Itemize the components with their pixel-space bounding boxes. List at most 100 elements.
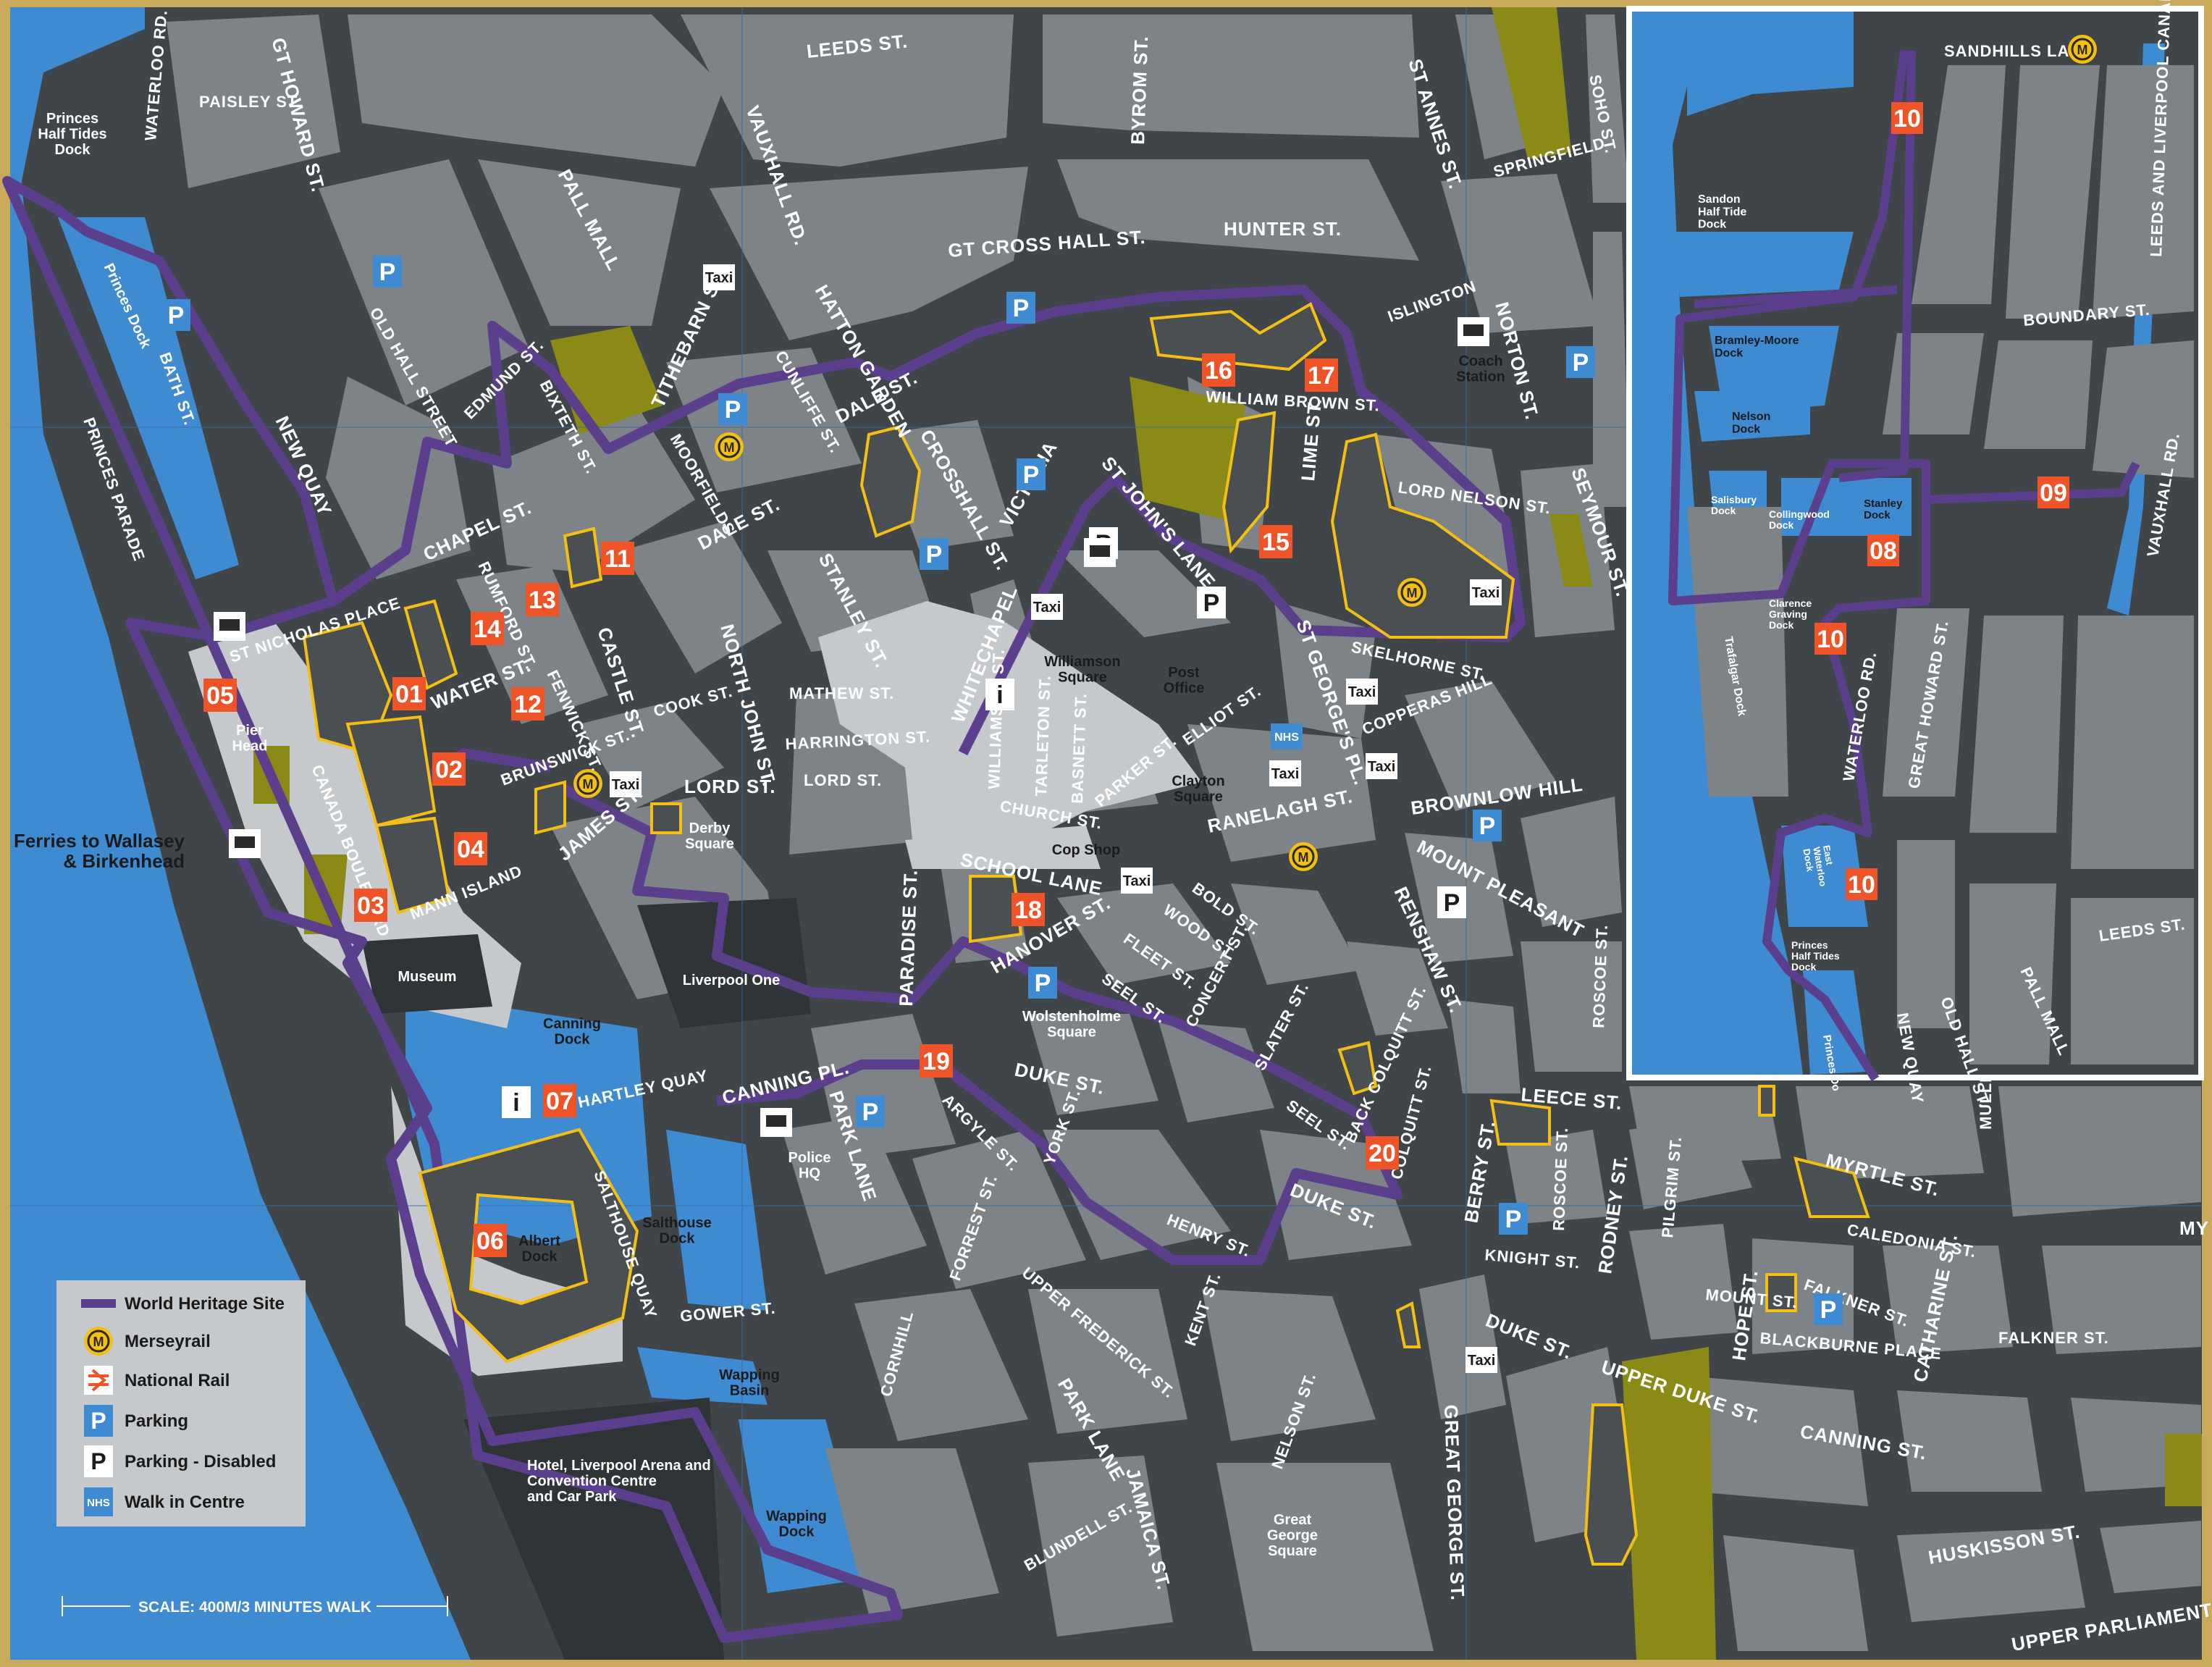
ferry-terminal-icon: [229, 829, 261, 858]
legend-world-heritage-site: World Heritage Site: [125, 1294, 285, 1314]
parking-icon: P: [1006, 292, 1035, 324]
nhs-icon: NHS: [84, 1487, 113, 1516]
taxi-rank-icon: Taxi: [1366, 753, 1397, 779]
svg-text:Taxi: Taxi: [612, 777, 640, 793]
street-falkner-st-2: FALKNER ST.: [1998, 1329, 2109, 1347]
svg-text:16: 16: [1205, 357, 1232, 385]
svg-text:Taxi: Taxi: [1123, 873, 1151, 889]
attraction-badge-19: 19: [920, 1044, 953, 1078]
inset-map[interactable]: SANDHILLS LANE M LEEDS AND LIVERPOOL CAN…: [1626, 0, 2204, 1110]
svg-text:14: 14: [474, 616, 501, 643]
attraction-badge-13: 13: [526, 583, 559, 616]
svg-text:NHS: NHS: [1274, 731, 1299, 744]
merseyrail-icon: M: [83, 1325, 114, 1357]
parking-icon: P: [1017, 458, 1046, 490]
svg-text:P: P: [926, 541, 943, 568]
street-tarleton-st: TARLETON ST.: [1032, 675, 1054, 797]
attraction-badge-11: 11: [601, 542, 634, 575]
svg-text:03: 03: [357, 892, 384, 920]
svg-text:01: 01: [395, 681, 423, 708]
svg-text:20: 20: [1368, 1140, 1396, 1167]
svg-text:Taxi: Taxi: [1033, 600, 1061, 616]
svg-text:M: M: [2077, 43, 2088, 57]
parking-icon: P: [161, 299, 190, 331]
street-roscoe-st: ROSCOE ST.: [1589, 924, 1611, 1028]
inset-east-waterloo-dock: EastWaterlooDock: [1801, 844, 1838, 889]
attraction-badge-20: 20: [1366, 1136, 1399, 1170]
attraction-badge-04: 04: [454, 832, 487, 865]
parking-icon: P: [1028, 967, 1057, 999]
svg-text:12: 12: [514, 691, 542, 718]
svg-text:P: P: [1203, 589, 1220, 617]
world-heritage-route: [2, 176, 1526, 1643]
inset-badge-09-2: 09: [2038, 476, 2069, 508]
parking-icon: P: [84, 1405, 113, 1437]
merseyrail-station-icon: M: [1289, 842, 1318, 871]
attraction-badge-12: 12: [511, 687, 544, 721]
parking-icon: P: [920, 538, 949, 570]
police-coach-icon: [760, 1108, 792, 1137]
svg-text:P: P: [1013, 295, 1030, 322]
svg-text:06: 06: [476, 1227, 504, 1255]
svg-text:Taxi: Taxi: [1468, 1353, 1496, 1369]
svg-text:P: P: [1573, 349, 1589, 377]
street-byrom-st: BYROM ST.: [1127, 35, 1152, 146]
street-roscoe-st-2: ROSCOE ST.: [1549, 1127, 1571, 1231]
svg-text:M: M: [1298, 850, 1309, 865]
legend-panel: World Heritage Site M Merseyrail Nationa…: [56, 1280, 306, 1527]
svg-text:i: i: [996, 681, 1003, 709]
svg-text:Taxi: Taxi: [1348, 684, 1376, 700]
street-mathew-st: MATHEW ST.: [789, 684, 894, 702]
taxi-rank-icon: Taxi: [703, 264, 735, 290]
info-icon: i: [985, 679, 1014, 710]
taxi-rank-icon: Taxi: [1465, 1347, 1497, 1373]
street-basnett-st: BASNETT ST.: [1068, 693, 1090, 805]
nhs-walk-in-icon: NHS: [1271, 723, 1303, 749]
inset-heritage-route: [1668, 50, 2140, 1082]
parks: [253, 7, 2202, 1660]
svg-text:08: 08: [1870, 537, 1897, 565]
svg-text:10: 10: [1893, 105, 1921, 133]
taxi-rank-icon: Taxi: [1121, 868, 1153, 894]
svg-text:Taxi: Taxi: [1368, 759, 1396, 775]
svg-text:15: 15: [1262, 529, 1290, 556]
svg-text:11: 11: [605, 545, 631, 573]
taxi-rank-icon: Taxi: [610, 771, 642, 797]
parking-icon: P: [856, 1096, 885, 1128]
street-lord-st-small: LORD ST.: [804, 771, 882, 789]
inset-badge-10-3: 10: [1814, 623, 1846, 655]
svg-text:P: P: [1505, 1206, 1522, 1233]
parking-icon: P: [1566, 346, 1595, 378]
place-cop-shop: Cop Shop: [1052, 842, 1120, 858]
attraction-badge-06: 06: [474, 1224, 507, 1257]
landmark-buildings: [302, 302, 1870, 1566]
street-paradise-st: PARADISE ST.: [895, 869, 922, 1007]
svg-text:P: P: [1035, 970, 1051, 997]
svg-text:Taxi: Taxi: [1472, 585, 1500, 601]
svg-text:P: P: [168, 302, 185, 329]
street-my: MY: [2179, 1217, 2209, 1239]
svg-text:13: 13: [529, 587, 556, 614]
parking-icon: P: [718, 393, 747, 425]
attraction-badge-07: 07: [543, 1084, 576, 1117]
svg-text:P: P: [1444, 889, 1460, 917]
svg-text:17: 17: [1308, 362, 1335, 390]
service-icons: PPPPPPPPPPPPPPPTaxiTaxiTaxiTaxiTaxiTaxiT…: [161, 256, 1843, 1373]
legend-parking-disabled: Parking - Disabled: [125, 1452, 276, 1471]
